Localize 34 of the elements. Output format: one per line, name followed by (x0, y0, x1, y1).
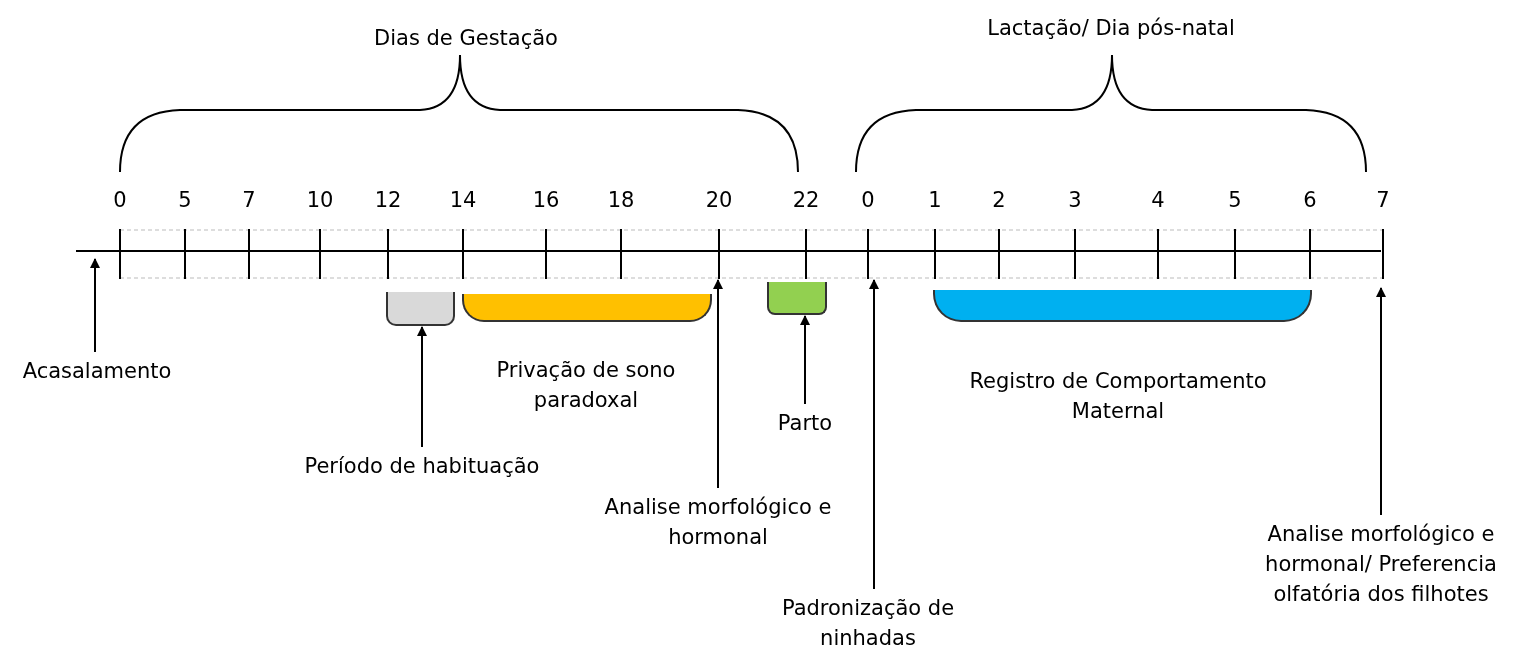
tick-label: 0 (113, 187, 127, 214)
event-label: Parto (776, 410, 834, 437)
tick-label: 10 (306, 187, 334, 214)
phase-label: Privação de sono paradoxal (495, 357, 677, 414)
tick-label: 7 (1376, 187, 1390, 214)
tick-label: 20 (705, 187, 733, 214)
tick-label: 5 (1228, 187, 1242, 214)
tick-label: 14 (449, 187, 477, 214)
arrow (417, 326, 427, 448)
arrow (90, 258, 100, 353)
tick-label: 6 (1303, 187, 1317, 214)
event-label: Analise morfológico e hormonal/ Preferencia olfatória dos filhotes (1264, 521, 1498, 608)
arrow (869, 279, 879, 590)
tick-label: 2 (992, 187, 1006, 214)
event-label: Padronização de ninhadas (780, 595, 956, 652)
tick-label: 1 (928, 187, 942, 214)
tick-label: 5 (178, 187, 192, 214)
tick-label: 3 (1068, 187, 1082, 214)
brace-label: Dias de Gestação (374, 25, 558, 52)
arrow (1376, 287, 1386, 516)
tick-label: 18 (607, 187, 635, 214)
event-label: Período de habituação (303, 453, 541, 480)
tick-label: 0 (861, 187, 875, 214)
tick-label: 4 (1151, 187, 1165, 214)
tick-label: 12 (374, 187, 402, 214)
arrow (800, 315, 810, 405)
phase-label: Registro de Comportamento Maternal (968, 368, 1268, 425)
event-label: Analise morfológico e hormonal (603, 494, 833, 551)
tick-label: 16 (532, 187, 560, 214)
tick-label: 7 (242, 187, 256, 214)
brace-label: Lactação/ Dia pós-natal (987, 15, 1235, 42)
arrow (713, 279, 723, 489)
tick-label: 22 (792, 187, 820, 214)
event-label: Acasalamento (21, 358, 173, 385)
